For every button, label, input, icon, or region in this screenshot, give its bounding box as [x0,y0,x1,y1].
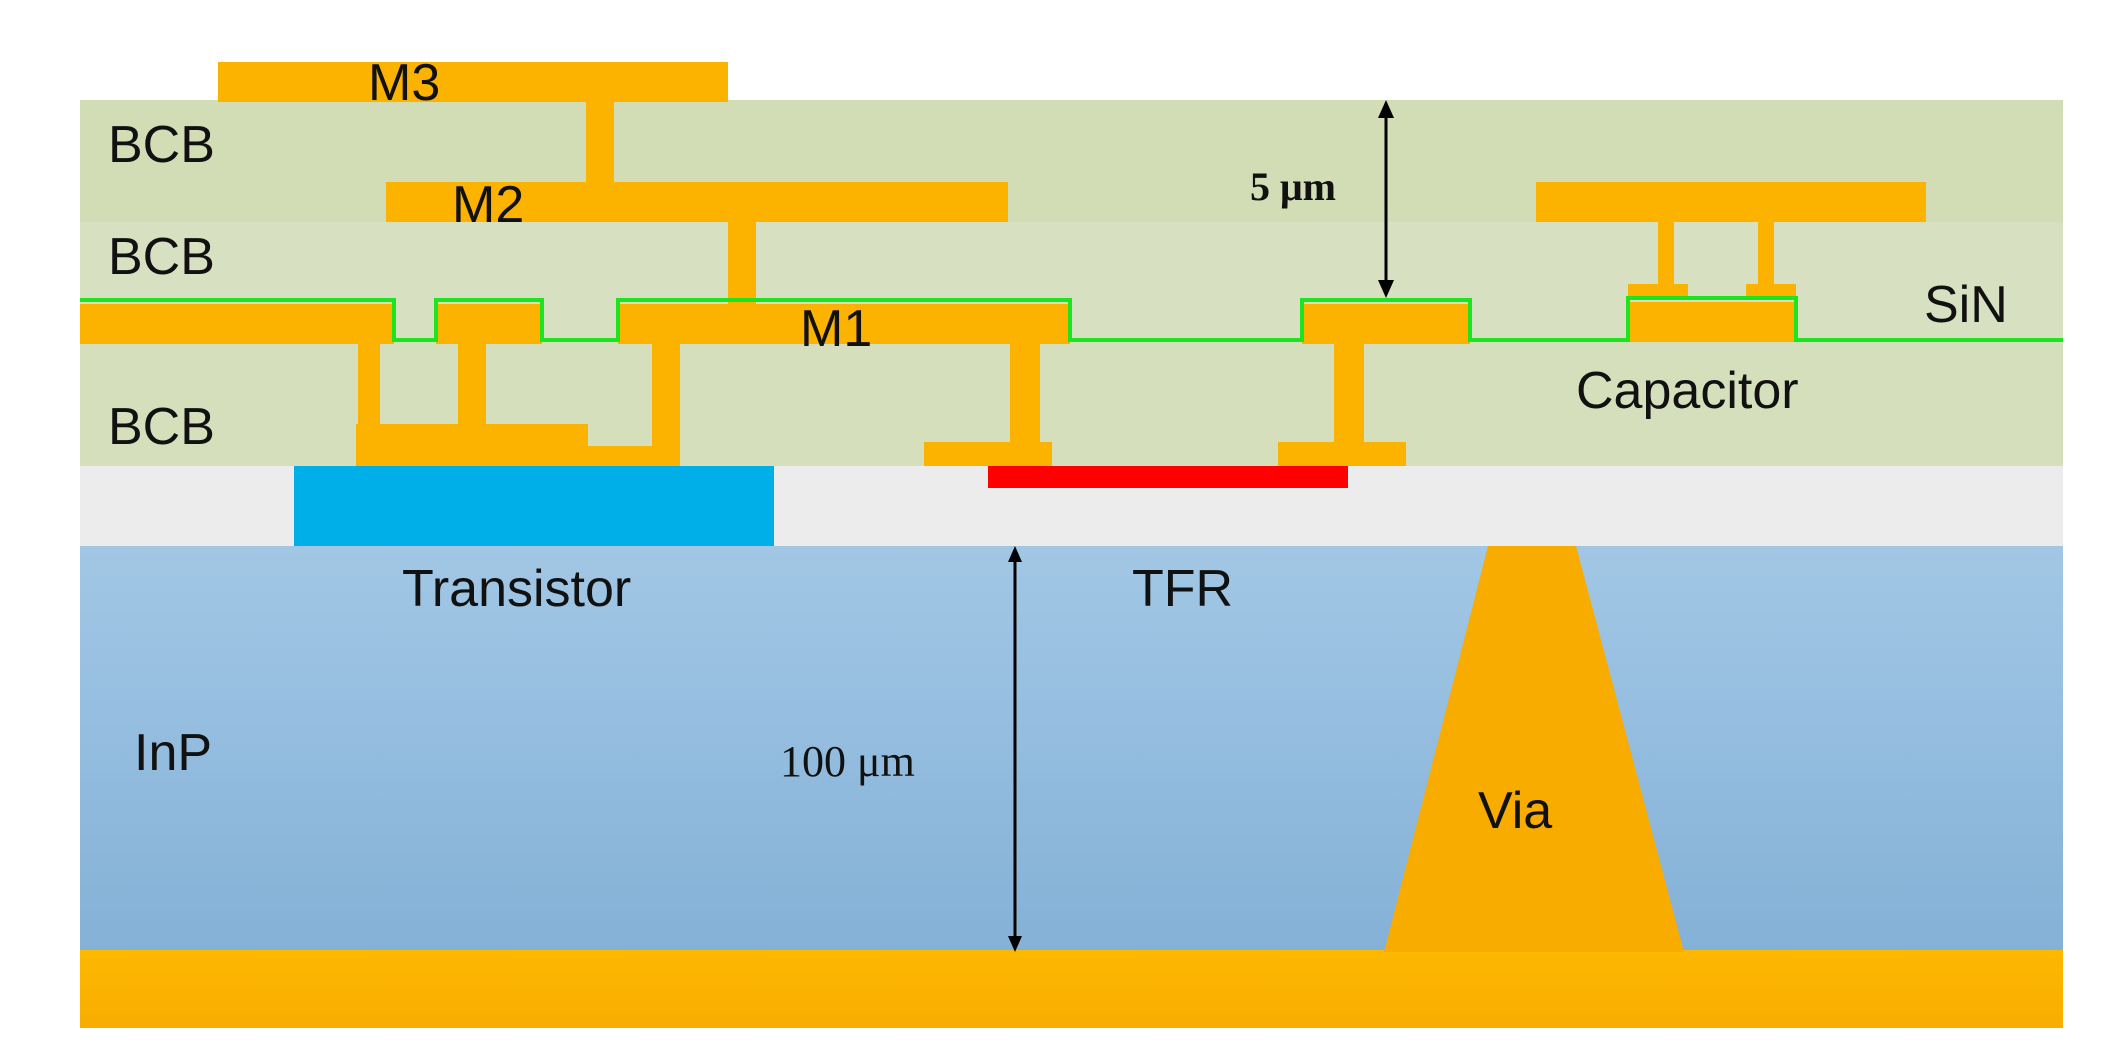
transistor-block [294,466,774,546]
label-m1: M1 [800,300,872,358]
metal-m1-segment-3 [618,304,1070,344]
capacitor-via-left [1658,220,1674,288]
label-m2: M2 [452,176,524,234]
tfr-resistor [988,466,1348,488]
capacitor-via-pad-left [1628,284,1688,298]
via-m1-tfr-left [1010,342,1040,442]
label-via: Via [1478,782,1552,840]
label-tfr: TFR [1132,560,1233,618]
label-substrate-thickness: 100 μm [780,737,915,786]
via-m1-transistor-1 [358,342,380,428]
label-bcb-top: BCB [108,116,215,174]
via-m1-transistor-3 [652,342,680,464]
capacitor-via-right [1758,220,1774,288]
capacitor-bottom-plate [1628,302,1796,342]
substrate-arrowhead-bottom [1008,936,1022,952]
via-m1-tfr-right [1334,342,1364,442]
bcb-arrowhead-top [1378,100,1394,118]
via-m1-transistor-2 [458,342,486,428]
tfr-contact-left [924,442,1052,466]
metal-m2-left [386,182,1008,222]
transistor-contact-pad-2 [588,446,680,466]
backside-metal [80,950,2063,1028]
tfr-contact-right [1278,442,1406,466]
label-capacitor: Capacitor [1576,362,1799,420]
via-m3-m2 [586,100,614,184]
metal-m3 [218,62,728,102]
metal-m1-segment-4 [1302,304,1470,344]
substrate-arrowhead-top [1008,546,1022,562]
label-bcb-thickness: 5 μm [1250,164,1336,209]
label-m3: M3 [368,54,440,112]
bcb-arrowhead-bottom [1378,280,1394,298]
label-transistor: Transistor [402,560,631,618]
label-bcb-low: BCB [108,398,215,456]
label-inp: InP [134,724,212,782]
metal-m1-segment-1 [80,304,394,344]
label-sin: SiN [1924,276,2008,334]
sin-line [80,296,2063,342]
metal-m1-segment-2 [436,304,542,344]
capacitor-top-plate [1536,182,1926,222]
label-bcb-mid: BCB [108,228,215,286]
via-m2-m1 [728,220,756,306]
transistor-contact-pad [356,424,588,466]
substrate-via [1384,546,1684,952]
capacitor-via-pad-right [1746,284,1796,298]
inp-substrate [80,546,2063,952]
